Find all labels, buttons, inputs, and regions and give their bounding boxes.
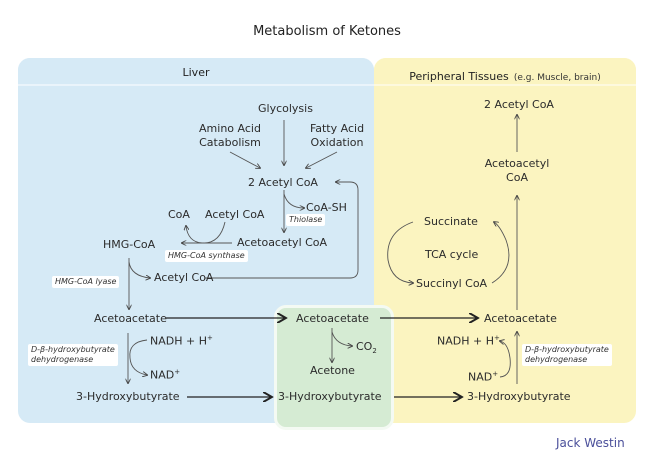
liver-acetyl-coa-released: Acetyl CoA [154,271,214,284]
arrow-tca-left [387,221,413,283]
thiolase-enzyme-label: Thiolase [286,214,326,226]
fatty-acid-line1: Fatty Acid [309,122,365,135]
liver-dehydrogenase-enzyme-label: D-β-hydroxybutyrate dehydrogenase [28,344,118,366]
tca-cycle-label: TCA cycle [425,248,479,261]
periph-nadh-sup: + [493,334,500,342]
blood-acetoacetate: Acetoacetate [296,312,369,325]
arrow-fatty-acid [306,151,338,168]
amino-acid-catabolism-label: Amino Acid Catabolism [190,122,270,150]
periph-3-hydroxybutyrate: 3-Hydroxybutyrate [467,390,571,403]
glycolysis-label: Glycolysis [258,102,313,115]
fatty-acid-oxidation-label: Fatty Acid Oxidation [302,122,372,150]
hmg-coa-label: HMG-CoA [103,238,156,251]
arrow-liver-nadh [129,339,147,375]
diagram-title: Metabolism of Ketones [253,24,401,39]
succinyl-coa-label: Succinyl CoA [416,277,488,290]
periph-dehydrogenase-line1: D-β-hydroxybutyrate [525,345,609,354]
co2-label: CO2 [356,340,377,355]
liver-dehydrogenase-line1: D-β-hydroxybutyrate [31,345,115,354]
liver-nadh-label: NADH + H+ [150,334,213,348]
peripheral-header-label: Peripheral Tissues [409,70,509,83]
arrow-succinyl-to-succinate [491,222,510,284]
arrow-periph-nad [500,341,511,378]
periph-acetoacetyl-line1: Acetoacetyl [484,157,550,170]
liver-acetoacetyl-coa: Acetoacetyl CoA [237,236,328,249]
blood-3-hydroxybutyrate: 3-Hydroxybutyrate [278,390,382,403]
amino-acid-line2: Catabolism [199,136,261,149]
liver-nadh-sup: + [206,334,213,342]
blood-panel [274,305,394,430]
acetone-label: Acetone [310,364,355,377]
liver-header-label: Liver [182,66,210,79]
liver-2-acetyl-coa: 2 Acetyl CoA [248,176,318,189]
liver-acetyl-coa-input: Acetyl CoA [205,208,265,221]
periph-dehydrogenase-line2: dehydrogenase [525,355,588,364]
amino-acid-line1: Amino Acid [199,122,261,135]
liver-nadh-text: NADH + H [150,334,207,348]
coa-sh-label: CoA-SH [306,201,347,214]
peripheral-panel-header [374,58,636,86]
arrow-feedback-loop [205,182,359,279]
liver-3-hydroxybutyrate: 3-Hydroxybutyrate [76,390,180,403]
coa-label: CoA [168,208,190,221]
periph-dehydrogenase-enzyme-label: D-β-hydroxybutyrate dehydrogenase [522,344,612,366]
brand-logo-text: Jack Westin [556,436,625,450]
peripheral-header-sublabel: (e.g. Muscle, brain) [513,73,601,83]
hmg-coa-synthase-enzyme-label: HMG-CoA synthase [165,250,248,262]
liver-acetoacetate: Acetoacetate [94,312,167,325]
periph-2-acetyl-coa: 2 Acetyl CoA [484,98,554,111]
liver-nad-label: NAD+ [150,368,180,382]
periph-nadh-text: NADH + H [437,334,494,348]
co2-text: CO [356,340,373,353]
periph-nad-sup: + [492,370,499,378]
fatty-acid-line2: Oxidation [310,136,364,149]
succinate-label: Succinate [424,215,478,228]
periph-nadh-label: NADH + H+ [437,334,500,348]
liver-panel-header [18,58,374,86]
periph-acetoacetyl-line2: CoA [506,171,528,184]
periph-nad-text: NAD [468,370,493,384]
periph-acetoacetate: Acetoacetate [484,312,557,325]
liver-nad-sup: + [174,368,181,376]
arrow-acetyl-coa-release [128,261,150,278]
hmg-coa-lyase-enzyme-label: HMG-CoA lyase [52,276,120,288]
periph-nad-label: NAD+ [468,370,498,384]
liver-dehydrogenase-line2: dehydrogenase [31,355,94,364]
arrow-co2 [331,331,352,346]
liver-nad-text: NAD [150,368,175,382]
arrow-amino-acid [229,151,260,168]
arrow-acetyl-coa-cycle [186,221,226,244]
peripheral-header: Peripheral Tissues (e.g. Muscle, brain) [374,65,636,84]
co2-sub: 2 [372,347,377,356]
periph-acetoacetyl-coa: Acetoacetyl CoA [477,157,557,185]
arrow-coa-sh [283,193,304,208]
